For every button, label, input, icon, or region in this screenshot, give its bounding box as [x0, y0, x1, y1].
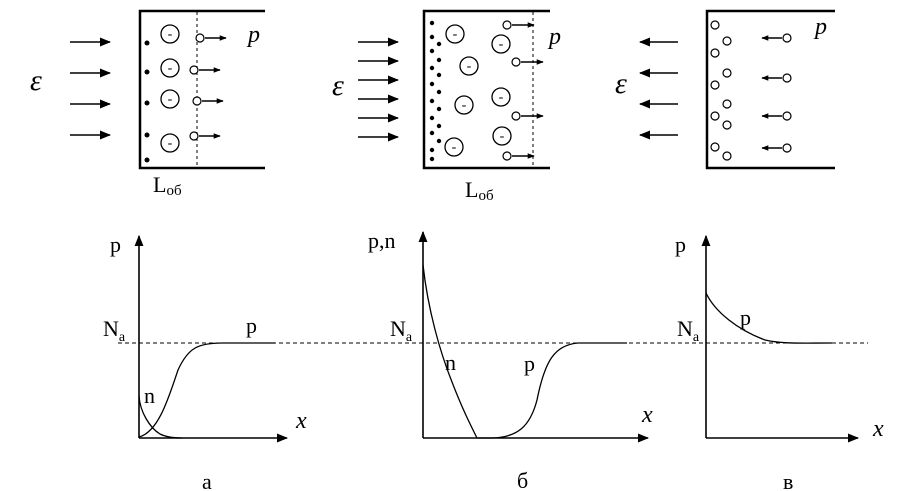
hole-drift-arrows [512, 22, 544, 159]
field-arrows-reversed [638, 37, 678, 140]
layer-length-label: Lоб [465, 177, 494, 204]
minus-sign: - [499, 37, 504, 52]
field-arrows [70, 37, 112, 140]
field-arrows [358, 37, 400, 142]
curve-label-n: n [445, 350, 456, 375]
y-axis-label: p [110, 232, 121, 257]
ionized-acceptors [160, 24, 180, 153]
sample-outline [705, 9, 835, 170]
x-axis-label: x [641, 402, 653, 428]
minus-sign: - [168, 92, 173, 107]
minus-sign: - [168, 27, 173, 42]
schematic-b: ε - - - - - - - [332, 9, 561, 204]
hole-curve [138, 342, 275, 438]
minus-sign: - [499, 90, 504, 105]
graph-c: p Na x p в [675, 232, 884, 491]
acceptor-level-label: Na [677, 316, 700, 345]
y-axis-label: p,n [368, 228, 396, 253]
acceptor-level-label: Na [390, 316, 413, 345]
curve-label-p: p [524, 351, 535, 376]
panel-caption: а [202, 469, 212, 491]
surface-electrons [429, 20, 442, 162]
hole-label: p [547, 24, 561, 50]
minus-sign: - [452, 140, 457, 155]
panel-caption: б [517, 468, 528, 491]
surface-electrons [144, 40, 150, 163]
minus-sign: - [168, 136, 173, 151]
hole-label: p [246, 22, 260, 48]
curve-label-p: p [740, 305, 751, 330]
surface-holes [710, 20, 792, 161]
minus-sign: - [453, 27, 458, 42]
holes [189, 33, 205, 141]
graph-a: p Na x p n а [103, 232, 307, 491]
curve-label-n: n [144, 383, 155, 408]
schematic-c: ε p [615, 9, 835, 170]
electron-curve [422, 264, 478, 439]
x-axis-label: x [295, 408, 307, 434]
hole-label: p [813, 14, 827, 40]
sample-outline [422, 9, 550, 170]
graph-b: p,n Na x n p б [368, 228, 653, 491]
y-axis-label: p [675, 232, 686, 257]
curve-label-p: p [246, 313, 257, 338]
layer-length-label: Lоб [153, 172, 182, 199]
minus-sign: - [467, 59, 472, 74]
schematic-a: ε - - - - [30, 9, 265, 199]
field-symbol: ε [30, 64, 42, 97]
electron-curve [138, 395, 183, 439]
hole-curve [705, 292, 833, 344]
minus-sign: - [168, 61, 173, 76]
minus-sign: - [500, 129, 505, 144]
field-symbol: ε [615, 67, 627, 100]
holes [502, 20, 521, 161]
minus-sign: - [462, 98, 467, 113]
hole-curve [477, 342, 627, 439]
panel-caption: в [783, 469, 793, 491]
hole-drift-arrows [199, 35, 227, 139]
ionized-acceptors [444, 24, 512, 157]
field-symbol: ε [332, 69, 344, 102]
acceptor-level-label: Na [103, 316, 126, 345]
sample-outline [138, 9, 265, 170]
x-axis-label: x [872, 416, 884, 442]
hole-drift-arrows [761, 35, 782, 151]
